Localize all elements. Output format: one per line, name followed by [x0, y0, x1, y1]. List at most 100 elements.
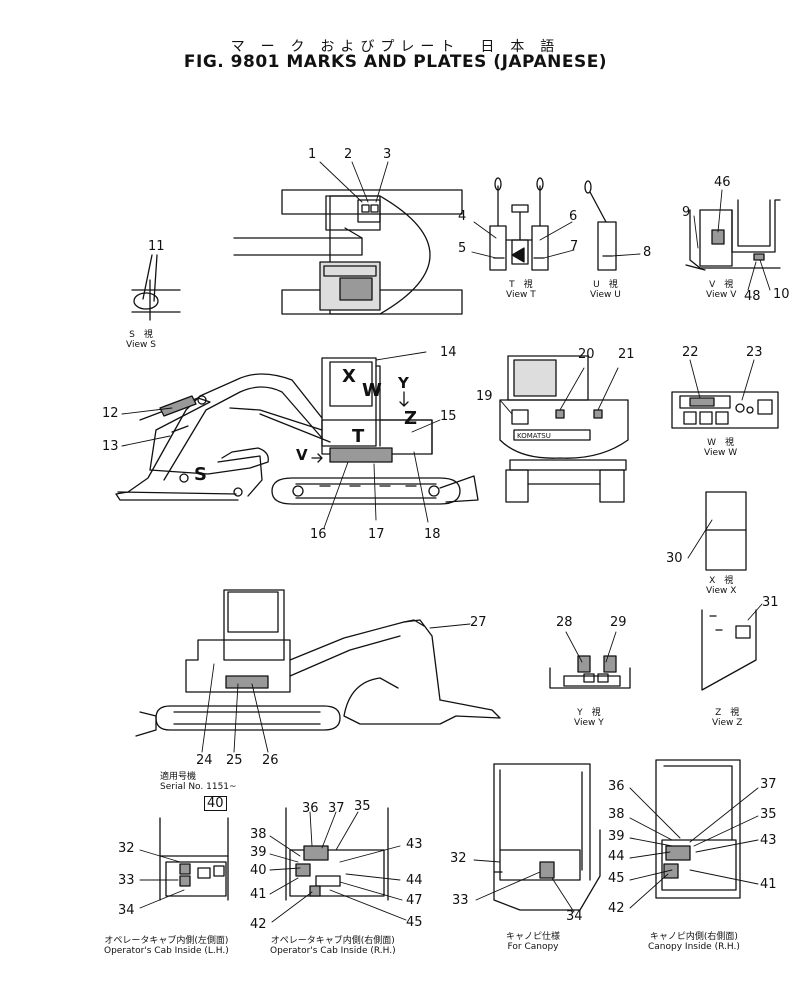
callout-37-canopy: 37	[760, 777, 777, 792]
view-letter-x: X	[342, 366, 356, 387]
view-z-detail	[701, 609, 757, 691]
callout-19: 19	[476, 389, 493, 404]
callout-7: 7	[570, 239, 579, 254]
callout-41-rh: 41	[250, 887, 267, 902]
callout-1: 1	[308, 147, 317, 162]
callout-46: 46	[714, 175, 731, 190]
callout-37-rh: 37	[328, 801, 345, 816]
callout-40-rh: 40	[250, 863, 267, 878]
callout-6: 6	[569, 209, 578, 224]
callout-33-canopy: 33	[452, 893, 469, 908]
callout-16: 16	[310, 527, 327, 542]
callout-3: 3	[383, 147, 392, 162]
callout-43-rh: 43	[406, 837, 423, 852]
callout-30: 30	[666, 551, 683, 566]
callout-35-canopy: 35	[760, 807, 777, 822]
callout-35-rh: 35	[354, 799, 371, 814]
callout-36-rh: 36	[302, 801, 319, 816]
rear-view-excavator	[499, 355, 629, 503]
callout-45-rh: 45	[406, 915, 423, 930]
title-japanese: マ ー ク およびプレート 日 本 語	[230, 38, 561, 54]
callout-29: 29	[610, 615, 627, 630]
callout-22: 22	[682, 345, 699, 360]
callout-9: 9	[682, 205, 691, 220]
callout-44-rh: 44	[406, 873, 423, 888]
callout-20: 20	[578, 347, 595, 362]
view-u-lever	[584, 180, 617, 271]
view-letter-z: Z	[404, 408, 418, 429]
callout-27: 27	[470, 615, 487, 630]
callout-34-lh: 34	[118, 903, 135, 918]
view-letter-t: T	[352, 426, 365, 447]
callout-42-rh: 42	[250, 917, 267, 932]
view-y-detail	[549, 655, 631, 689]
view-letter-y: Y	[398, 374, 409, 392]
callout-47-rh: 47	[406, 893, 423, 908]
view-letter-w: W	[362, 380, 382, 401]
callout-39-rh: 39	[250, 845, 267, 860]
callout-2: 2	[344, 147, 353, 162]
canopy-view	[493, 763, 601, 911]
view-v-step	[685, 199, 781, 271]
callout-42-canopy: 42	[608, 901, 625, 916]
right-side-excavator	[135, 589, 501, 737]
callout-8: 8	[643, 245, 652, 260]
callout-15: 15	[440, 409, 457, 424]
view-w-panel	[671, 391, 779, 429]
leader-lines	[121, 161, 771, 923]
callout-43-canopy: 43	[760, 833, 777, 848]
callout-25: 25	[226, 753, 243, 768]
view-letter-v: V	[296, 446, 308, 464]
callout-44-canopy: 44	[608, 849, 625, 864]
callout-32-lh: 32	[118, 841, 135, 856]
callout-34-canopy: 34	[566, 909, 583, 924]
caption-cab-rh: オペレータキャブ内側(右側面)Operator's Cab Inside (R.…	[270, 936, 396, 957]
callout-36-canopy: 36	[608, 779, 625, 794]
komatsu-plate: KOMATSU	[517, 432, 551, 440]
callout-21: 21	[618, 347, 635, 362]
callout-14: 14	[440, 345, 457, 360]
callout-10: 10	[773, 287, 790, 302]
view-t-levers	[489, 177, 549, 271]
top-view-machine	[233, 189, 463, 315]
callout-26: 26	[262, 753, 279, 768]
caption-canopy-rh: キャノピ内側(右側面)Canopy Inside (R.H.)	[648, 932, 740, 953]
callout-18: 18	[424, 527, 441, 542]
callout-17: 17	[368, 527, 385, 542]
callout-24: 24	[196, 753, 213, 768]
callout-33-lh: 33	[118, 873, 135, 888]
callout-13: 13	[102, 439, 119, 454]
figure-title: FIG. 9801 MARKS AND PLATES (JAPANESE)	[183, 52, 608, 72]
callout-39-canopy: 39	[608, 829, 625, 844]
cab-inside-lh	[159, 817, 229, 901]
callout-4: 4	[458, 209, 467, 224]
view-letter-s: S	[194, 464, 207, 485]
callout-38-rh: 38	[250, 827, 267, 842]
caption-cab-lh: オペレータキャブ内側(左側面)Operator's Cab Inside (L.…	[104, 936, 229, 957]
view-x-plates	[705, 491, 747, 571]
callout-31: 31	[762, 595, 779, 610]
callout-32-canopy: 32	[450, 851, 467, 866]
view-s-detail	[131, 254, 181, 321]
callout-23: 23	[746, 345, 763, 360]
callout-11: 11	[148, 239, 165, 254]
callout-40-boxed: 40	[204, 796, 227, 811]
cab-inside-rh	[285, 807, 389, 901]
callout-28: 28	[556, 615, 573, 630]
canopy-inside-rh	[655, 759, 741, 899]
callout-5: 5	[458, 241, 467, 256]
side-view-excavator	[115, 357, 479, 505]
callout-48: 48	[744, 289, 761, 304]
callout-45-canopy: 45	[608, 871, 625, 886]
